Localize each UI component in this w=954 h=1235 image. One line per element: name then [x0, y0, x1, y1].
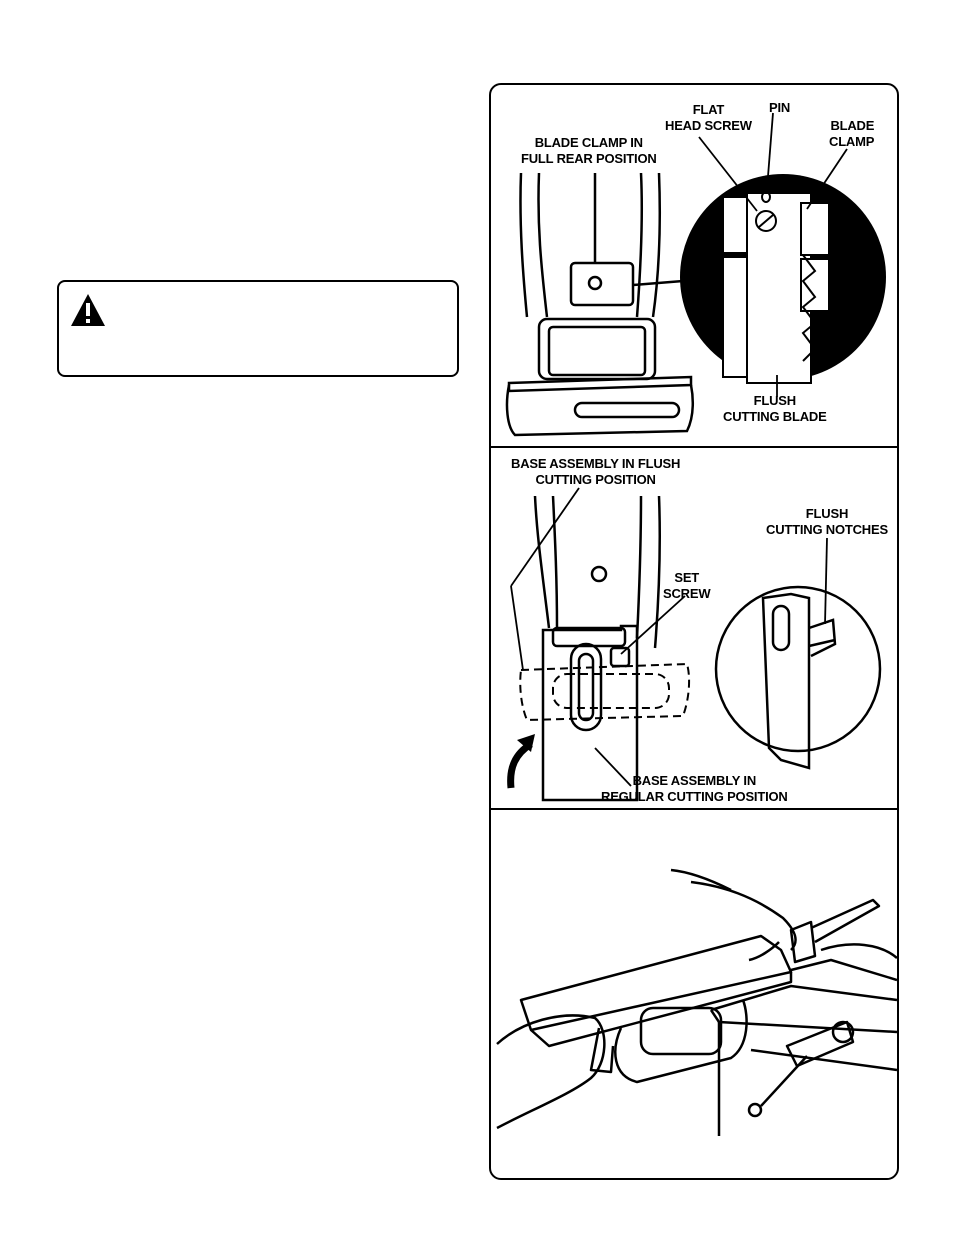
panel-saw-in-use — [491, 810, 897, 1178]
label-flat-head-screw: FLAT HEAD SCREW — [665, 102, 752, 133]
label-set-screw: SET SCREW — [663, 570, 711, 601]
warning-box — [57, 280, 459, 377]
blade-clamp-illustration — [505, 112, 886, 437]
label-pin: PIN — [769, 100, 791, 115]
figure-frame: BLADE CLAMP IN FULL REAR POSITION FLAT H… — [489, 83, 899, 1180]
panel-divider — [491, 808, 897, 810]
label-flush-notches: FLUSH CUTTING NOTCHES — [766, 506, 888, 537]
label-blade-clamp: BLADE CLAMP — [829, 118, 875, 149]
panel-divider — [491, 446, 897, 448]
panel-base-assembly: BASE ASSEMBLY IN FLUSH CUTTING POSITION … — [491, 448, 897, 808]
panel-blade-clamp: BLADE CLAMP IN FULL REAR POSITION FLAT H… — [491, 85, 897, 446]
base-assembly-illustration — [507, 487, 882, 802]
saw-in-use-illustration — [496, 868, 897, 1136]
label-base-flush: BASE ASSEMBLY IN FLUSH CUTTING POSITION — [511, 456, 681, 487]
label-base-regular: BASE ASSEMBLY IN REGULAR CUTTING POSITIO… — [601, 773, 788, 804]
label-blade-clamp-rear: BLADE CLAMP IN FULL REAR POSITION — [521, 135, 657, 166]
label-flush-cutting-blade: FLUSH CUTTING BLADE — [723, 393, 827, 424]
warning-triangle-icon — [71, 294, 105, 326]
